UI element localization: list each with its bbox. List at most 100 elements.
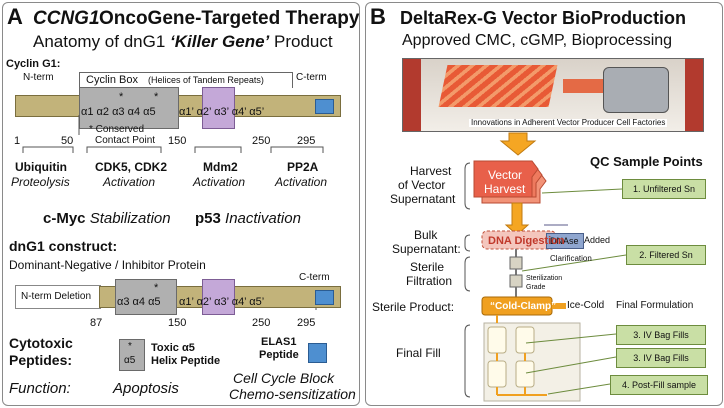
stage-harvest-2: of Vector <box>398 178 446 192</box>
qc-point-1: 1. Unfiltered Sn <box>622 179 706 199</box>
subtitle-post: Product <box>273 32 333 51</box>
stage-harvest-1: Harvest <box>410 164 452 178</box>
apoptosis: Apoptosis <box>113 380 179 397</box>
annot-proteolysis: Proteolysis <box>11 175 70 189</box>
elas1-peptide-box <box>308 343 327 363</box>
cyclin-box-note: (Helices of Tandem Repeats) <box>148 75 264 85</box>
panel-a-title-gene: CCNG1 <box>33 8 100 29</box>
elas1-line1: ELAS1 <box>261 336 297 348</box>
pos-50: 50 <box>61 135 74 147</box>
stage-sterile-product: Sterile Product: <box>372 300 455 314</box>
qc-title: QC Sample Points <box>590 154 703 169</box>
ice-cold: Ice-Cold <box>567 300 605 311</box>
dng1-cterm-block <box>315 290 334 305</box>
conserved-line1: * Conserved <box>89 124 145 135</box>
dng1-purple-block <box>202 279 235 315</box>
cold-clamp: “Cold-Clamp” <box>490 301 557 312</box>
alpha5-label: α5 <box>124 355 136 366</box>
cterm-block <box>315 99 334 114</box>
cmyc-line: c-Myc Stabilization <box>43 211 171 226</box>
pos-1: 1 <box>14 135 21 147</box>
alpha5-peptide-box: * α5 <box>119 339 145 371</box>
cmyc-effect: Stabilization <box>89 210 171 227</box>
subtitle-pre: Anatomy of dnG1 <box>33 32 166 51</box>
vector-harvest-line1: Vector <box>488 168 523 182</box>
panel-b-flow-graphics <box>464 132 627 402</box>
cytotoxic-line2: Peptides: <box>9 352 73 368</box>
dnase-added: Added <box>584 235 611 245</box>
helices-a: α1 α2 α3 α4 α5 <box>81 106 156 118</box>
subtitle-quote: ‘Killer Gene’ <box>170 32 270 51</box>
dng1-helices-b: α1’ α2’ α3’ α4’ α5’ <box>179 296 265 308</box>
pos2-87: 87 <box>90 317 103 329</box>
cellcycle-line1: Cell Cycle Block <box>233 370 335 386</box>
dng1-cterm-label: C-term <box>299 272 330 283</box>
dng1-desc: Dominant-Negative / Inhibitor Protein <box>9 258 206 272</box>
helices-b: α1’ α2’ α3’ α4’ α5’ <box>179 106 265 118</box>
qc-point-3b: 3. IV Bag Fills <box>616 348 706 368</box>
nterm-deletion-label: N-term Deletion <box>21 291 92 302</box>
panel-a-subtitle: Anatomy of dnG1 ‘Killer Gene’ Product <box>33 33 333 50</box>
p53-line: p53 Inactivation <box>195 211 301 226</box>
photo-left-curtain <box>403 59 421 131</box>
cellcycle-line2: Chemo-sensitization <box>229 386 356 402</box>
p53: p53 <box>195 210 221 227</box>
sterilization-line2: Grade <box>526 284 546 291</box>
toxic-line2: Helix Peptide <box>151 355 221 367</box>
pos2-295: 295 <box>297 317 316 329</box>
cytotoxic-line1: Cytotoxic <box>9 335 73 351</box>
pos-150: 150 <box>168 135 187 147</box>
qc-point-3a: 3. IV Bag Fills <box>616 325 706 345</box>
elas1-line2: Peptide <box>259 349 299 361</box>
pos-250: 250 <box>252 135 271 147</box>
function-label: Function: <box>9 380 71 397</box>
annot-cdk-role: Activation <box>103 175 156 189</box>
clarification: Clarification <box>550 254 592 263</box>
annot-mdm2: Mdm2 <box>203 160 238 174</box>
helix-star-2: * <box>154 91 159 103</box>
annot-mdm2-role: Activation <box>193 175 246 189</box>
panel-b-subtitle: Approved CMC, cGMP, Bioprocessing <box>402 32 673 49</box>
stage-harvest-3: Supernatant <box>390 192 456 206</box>
stage-bulk-2: Supernatant: <box>392 242 461 256</box>
annot-cdk: CDK5, CDK2 <box>95 160 168 174</box>
pos2-250: 250 <box>252 317 271 329</box>
alpha5-star: * <box>128 341 132 352</box>
cyclin-box-helix-block <box>79 87 179 129</box>
stage-final-fill: Final Fill <box>396 346 441 360</box>
p53-effect: Inactivation <box>225 210 301 227</box>
qc-point-4: 4. Post-Fill sample <box>610 375 708 395</box>
qc-point-2: 2. Filtered Sn <box>626 245 706 265</box>
panel-b-letter: B <box>370 4 386 29</box>
dnase-box: DNAse <box>546 233 584 249</box>
bioreactor-machine <box>603 67 669 113</box>
conserved-line2: Contact Point <box>95 135 156 146</box>
panel-a: A CCNG1 OncoGene-Targeted Therapy Anatom… <box>2 2 360 406</box>
stage-sterile-2: Filtration <box>406 274 453 288</box>
annot-pp2a-role: Activation <box>275 175 328 189</box>
bioreactor-photo: Innovations in Adherent Vector Producer … <box>402 58 704 132</box>
helix-star-1: * <box>119 91 124 103</box>
cterm-label: C-term <box>296 72 327 83</box>
mdm2-helix-block <box>202 87 235 129</box>
sterilization-line1: Sterilization <box>526 275 563 282</box>
nterm-deletion-box: N-term Deletion <box>15 285 101 309</box>
panel-a-title: OncoGene-Targeted Therapy <box>99 8 360 29</box>
vector-harvest-line2: Harvest <box>484 182 526 196</box>
panel-b: B DeltaRex-G Vector BioProduction Approv… <box>365 2 723 406</box>
photo-caption: Innovations in Adherent Vector Producer … <box>469 118 668 127</box>
stage-bulk-1: Bulk <box>414 228 438 242</box>
photo-right-curtain <box>685 59 703 131</box>
pos-295: 295 <box>297 135 316 147</box>
dna-digestion: DNA Digestion <box>488 235 565 247</box>
toxic-line1: Toxic α5 <box>151 342 195 354</box>
cyclin-box-bracket: Cyclin Box (Helices of Tandem Repeats) <box>79 72 293 88</box>
nterm-label: N-term <box>23 72 54 83</box>
pos2-150: 150 <box>168 317 187 329</box>
dng1-star: * <box>154 282 159 294</box>
bioreactor-arm <box>563 79 603 93</box>
annot-pp2a: PP2A <box>287 160 319 174</box>
helices-c: α3 α4 α5 <box>117 296 161 308</box>
annot-ubiquitin: Ubiquitin <box>15 160 67 174</box>
panel-a-letter: A <box>7 4 23 29</box>
